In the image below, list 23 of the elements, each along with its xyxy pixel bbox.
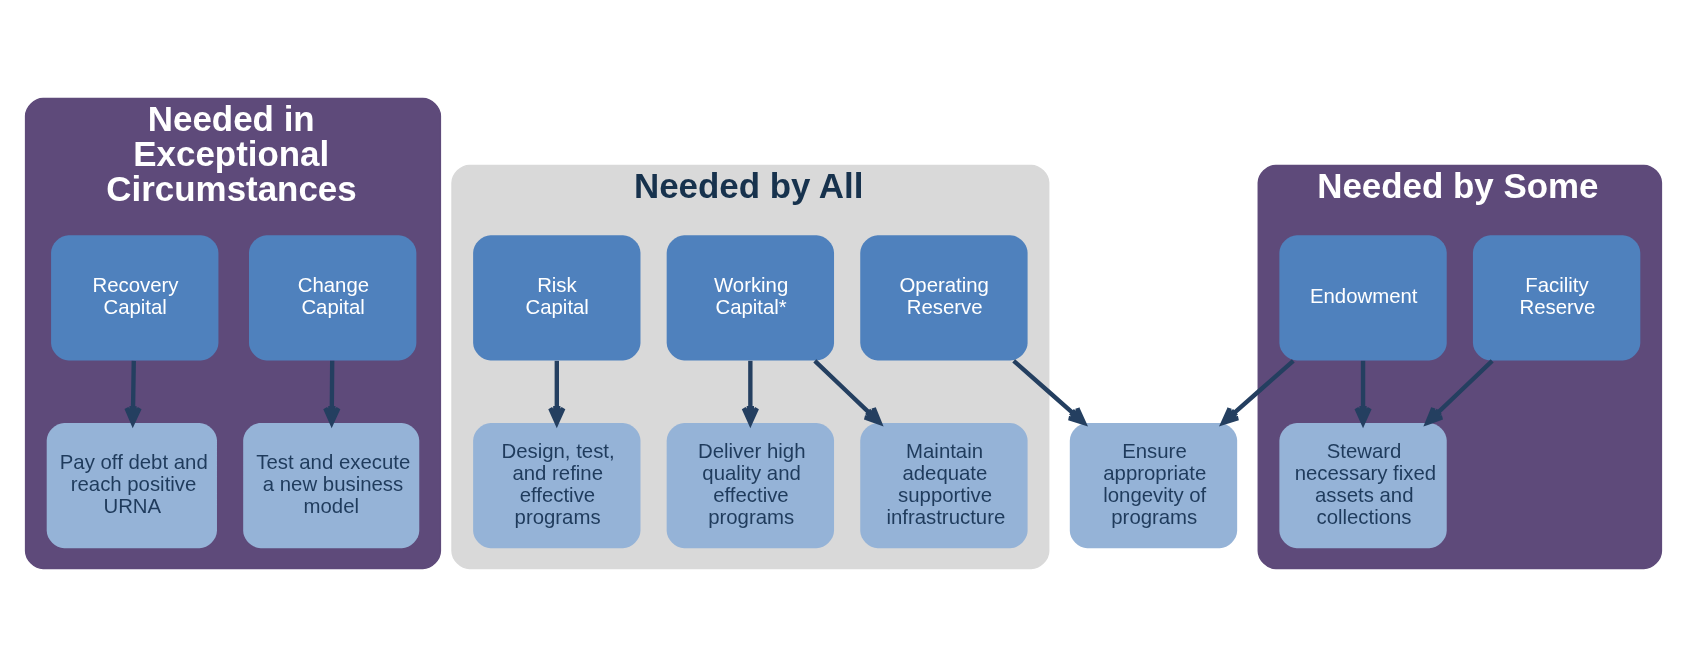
node-box: Change Capital [249,235,417,361]
arrow [813,359,882,426]
node-box: Endowment [1279,235,1447,361]
node-box: Maintain adequate supportive infrastructure [860,423,1028,549]
node-box: Risk Capital [473,235,641,361]
arrow [548,360,566,426]
node-box: Facility Reserve [1472,235,1641,361]
node-box: Steward necessary fixed assets and collections [1279,423,1447,549]
node-box: Working Capital* [666,235,835,361]
arrow [1425,359,1494,426]
arrow [1220,359,1295,426]
node-box: Operating Reserve [860,235,1028,361]
node-box: Design, test, and refine effective programs [473,423,641,549]
node-box: Ensure appropriate longevity of programs [1069,423,1238,549]
arrow [323,360,341,426]
arrow [1354,360,1372,426]
arrow [741,360,760,426]
node-box: Deliver high quality and effective programs [666,423,835,549]
arrow [124,360,142,426]
node-box: Recovery Capital [51,235,219,361]
node-box: Test and execute a new business model [243,423,420,549]
node-box: Pay off debt and reach positive URNA [46,423,217,549]
arrow [1012,359,1087,426]
